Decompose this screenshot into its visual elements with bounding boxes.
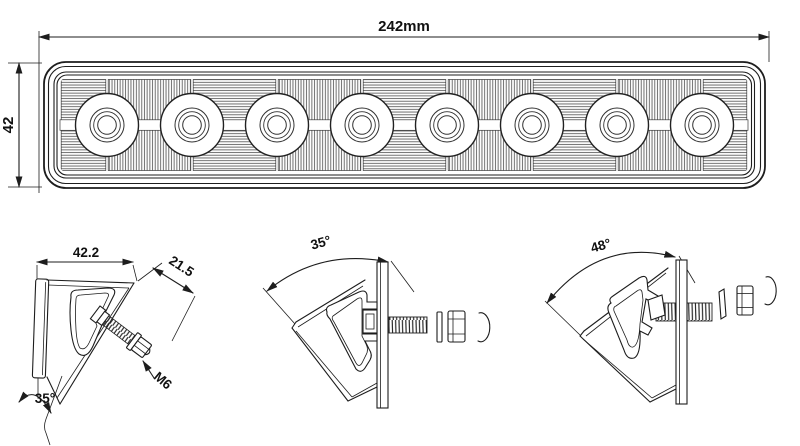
lens-plate — [31, 278, 50, 379]
led-optic — [499, 92, 565, 158]
dimension-height-label: 42 — [0, 117, 17, 134]
bracket-tilt-48-view: 48° — [544, 236, 777, 405]
top-view-light-bar: 242mm 42 — [0, 18, 770, 193]
tilt-48-angle-label: 48° — [589, 236, 613, 256]
led-optic — [244, 92, 310, 158]
exploded-hardware — [718, 276, 777, 320]
spring-ring — [477, 312, 491, 343]
tilt-35-angle-label: 35° — [309, 233, 333, 253]
led-optic — [584, 92, 650, 158]
bracket-tilt-35-view: 35° — [262, 233, 491, 409]
led-optic — [669, 92, 735, 158]
led-array — [74, 92, 735, 158]
thread-size-label: M6 — [151, 369, 175, 393]
hex-nut — [736, 285, 754, 316]
dimension-width-label: 242mm — [378, 18, 430, 35]
mounting-plate — [376, 261, 389, 409]
tilted-housing — [291, 279, 378, 402]
led-optic — [159, 92, 225, 158]
exploded-hardware — [388, 310, 491, 343]
led-optic — [74, 92, 140, 158]
led-connectors — [59, 119, 749, 131]
led-optic — [329, 92, 395, 158]
spring-clamp — [69, 287, 116, 356]
washer — [436, 311, 443, 343]
washer — [718, 288, 727, 320]
mounting-bolt — [89, 305, 152, 358]
threaded-rod — [388, 316, 428, 334]
led-optic — [414, 92, 480, 158]
mounting-plate — [675, 259, 688, 405]
hex-nut — [447, 310, 466, 343]
spring-clamp — [607, 275, 659, 359]
bracket-side-view: 42.2 21.5 — [18, 245, 197, 446]
bracket-depth-label: 21.5 — [166, 253, 197, 280]
spring-ring — [764, 276, 777, 306]
spring-clamp — [325, 290, 378, 372]
reflector-area — [59, 79, 749, 171]
bracket-width-label: 42.2 — [73, 245, 99, 260]
